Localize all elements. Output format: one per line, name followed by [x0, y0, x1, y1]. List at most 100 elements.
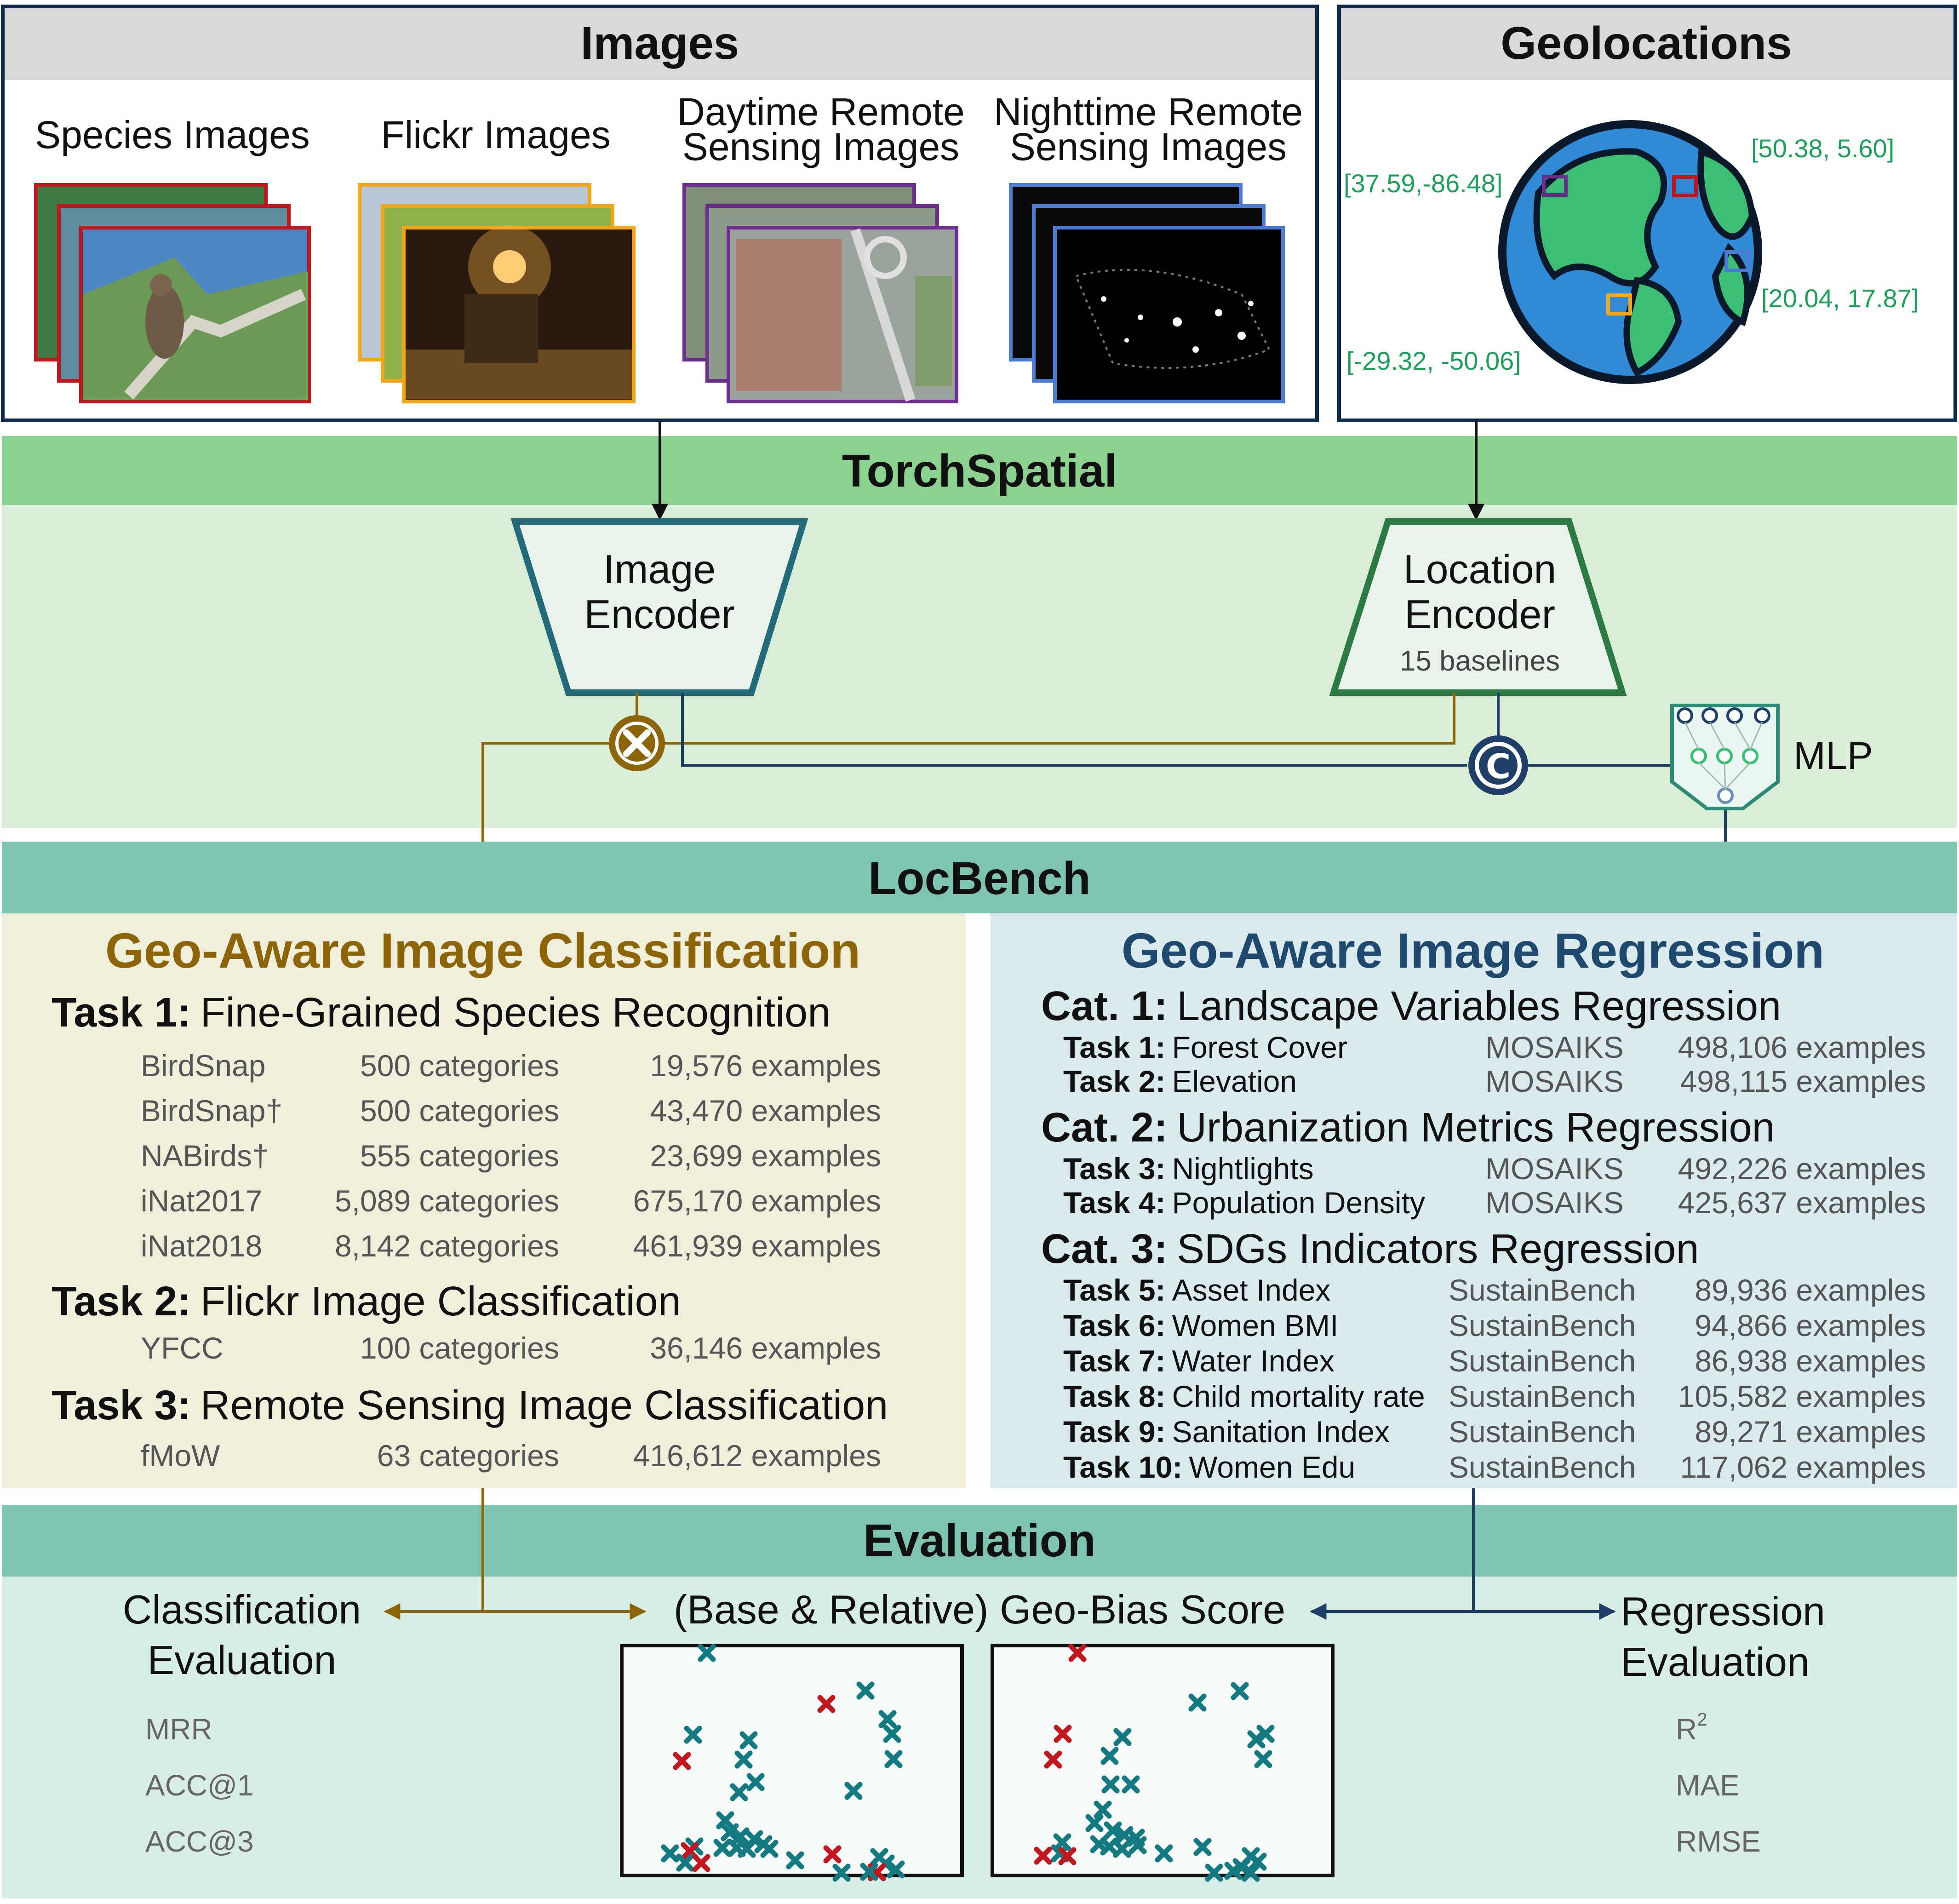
- svg-text:MOSAIKS: MOSAIKS: [1485, 1186, 1624, 1220]
- svg-text:SustainBench: SustainBench: [1449, 1273, 1636, 1307]
- metric-r2: R2: [1676, 1709, 1707, 1746]
- scatter-marker-teal: [1256, 1725, 1275, 1743]
- scatter-marker-teal: [1254, 1750, 1272, 1768]
- classification-panel: [2, 913, 966, 1488]
- table-row: Task 5:Asset Index SustainBench 89,936 e…: [1063, 1273, 1926, 1307]
- svg-text:iNat2018: iNat2018: [141, 1229, 262, 1263]
- scatter-marker-teal: [1247, 1730, 1266, 1749]
- svg-text:BirdSnap: BirdSnap: [141, 1049, 266, 1083]
- svg-text:SustainBench: SustainBench: [1449, 1450, 1636, 1484]
- scatter-marker-teal: [1224, 1862, 1243, 1880]
- svg-text:86,938 examples: 86,938 examples: [1695, 1344, 1926, 1378]
- species-image-stack: [34, 183, 311, 403]
- coord-label-4: [-29.32, -50.06]: [1346, 346, 1521, 375]
- flickr-images-label: Flickr Images: [381, 113, 610, 156]
- scatter-marker-teal: [1155, 1844, 1173, 1863]
- table-row: Task 9:Sanitation Index SustainBench 89,…: [1063, 1415, 1926, 1449]
- table-row: Task 3:Nightlights MOSAIKS 492,226 examp…: [1063, 1152, 1926, 1186]
- metric-rmse: RMSE: [1676, 1825, 1761, 1858]
- svg-text:100 categories: 100 categories: [360, 1331, 559, 1365]
- scatter-marker-red: [1068, 1644, 1087, 1662]
- classification-task-1: Task 1:Fine-Grained Species Recognition …: [52, 990, 881, 1263]
- scatter-marker-red: [692, 1854, 710, 1872]
- table-row: fMoW 63 categories 416,612 examples: [141, 1439, 881, 1473]
- coord-label-3: [20.04, 17.87]: [1761, 284, 1919, 313]
- svg-text:Task 5:Asset Index: Task 5:Asset Index: [1063, 1273, 1330, 1307]
- marker-box-blue: [1724, 250, 1750, 272]
- species-images-label: Species Images: [35, 113, 310, 156]
- scatter-marker-teal: [832, 1864, 851, 1882]
- metric-mrr: MRR: [145, 1713, 212, 1746]
- classification-task-3-heading: Task 3:Remote Sensing Image Classificati…: [52, 1382, 888, 1428]
- scatter-marker-teal: [684, 1726, 702, 1744]
- scatter-marker-teal: [739, 1731, 758, 1749]
- svg-text:Task 3:Nightlights: Task 3:Nightlights: [1063, 1152, 1314, 1186]
- regression-category-3: Cat. 3:SDGs Indicators Regression Task 5…: [1041, 1226, 1926, 1484]
- scatter-marker-red: [817, 1695, 836, 1713]
- scatter-marker-red: [673, 1752, 691, 1770]
- regression-category-2-heading: Cat. 2:Urbanization Metrics Regression: [1041, 1105, 1775, 1151]
- metric-acc3: ACC@3: [145, 1825, 254, 1858]
- scatter-marker-teal: [734, 1750, 753, 1769]
- svg-text:94,866 examples: 94,866 examples: [1695, 1308, 1926, 1342]
- regression-category-3-heading: Cat. 3:SDGs Indicators Regression: [1041, 1226, 1699, 1272]
- scatter-left-markers: [661, 1644, 905, 1882]
- geobias-label: (Base & Relative) Geo-Bias Score: [674, 1587, 1285, 1632]
- scatter-marker-teal: [1085, 1814, 1104, 1832]
- svg-text:Task 1:Forest Cover: Task 1:Forest Cover: [1063, 1030, 1347, 1064]
- scatter-marker-teal: [730, 1783, 748, 1801]
- svg-text:Task 10:Women Edu: Task 10:Women Edu: [1063, 1450, 1355, 1484]
- globe-icon: [1498, 120, 1762, 384]
- mlp-label: MLP: [1793, 734, 1873, 777]
- nighttime-rs-label-line1: Nighttime Remote: [994, 90, 1303, 133]
- geobias-scatter-right: [991, 1644, 1335, 1877]
- scatter-marker-teal: [1205, 1864, 1223, 1882]
- svg-text:500 categories: 500 categories: [360, 1049, 559, 1083]
- classification-task-2-heading: Task 2:Flickr Image Classification: [52, 1279, 681, 1325]
- svg-text:461,939 examples: 461,939 examples: [633, 1229, 881, 1263]
- svg-text:23,699 examples: 23,699 examples: [650, 1139, 881, 1173]
- scatter-marker-teal: [884, 1750, 903, 1768]
- scatter-marker-teal: [1113, 1728, 1132, 1746]
- daytime-rs-image-stack: [682, 183, 958, 403]
- location-encoder-block: [1329, 518, 1627, 696]
- scatter-marker-teal: [844, 1782, 863, 1800]
- svg-text:Task 8:Child mortality rate: Task 8:Child mortality rate: [1063, 1379, 1425, 1413]
- scatter-marker-teal: [1193, 1838, 1212, 1856]
- geolocations-header: Geolocations: [1501, 17, 1792, 69]
- svg-text:425,637 examples: 425,637 examples: [1678, 1186, 1926, 1220]
- scatter-marker-red: [1034, 1847, 1052, 1865]
- regression-eval-label-1: Regression: [1621, 1589, 1825, 1634]
- scatter-right-markers: [1034, 1644, 1275, 1882]
- nighttime-rs-label-line2: Sensing Images: [1010, 125, 1287, 168]
- svg-text:5,089 categories: 5,089 categories: [335, 1184, 559, 1218]
- svg-text:SustainBench: SustainBench: [1449, 1308, 1636, 1342]
- svg-text:MOSAIKS: MOSAIKS: [1485, 1030, 1624, 1064]
- svg-text:36,146 examples: 36,146 examples: [650, 1331, 881, 1365]
- scatter-marker-teal: [1094, 1801, 1112, 1819]
- scatter-marker-teal: [856, 1681, 875, 1700]
- location-encoder-label-1: Location: [1403, 546, 1557, 592]
- metric-mae: MAE: [1676, 1769, 1740, 1802]
- locbench-header: LocBench: [868, 853, 1090, 904]
- classification-task-3: Task 3:Remote Sensing Image Classificati…: [52, 1382, 888, 1473]
- table-row: Task 10:Women Edu SustainBench 117,062 e…: [1063, 1450, 1926, 1484]
- table-row: Task 1:Forest Cover MOSAIKS 498,106 exam…: [1063, 1030, 1926, 1064]
- svg-text:MOSAIKS: MOSAIKS: [1485, 1064, 1624, 1098]
- scatter-marker-teal: [760, 1840, 779, 1858]
- table-row: Task 6:Women BMI SustainBench 94,866 exa…: [1063, 1308, 1926, 1342]
- scatter-marker-teal: [1249, 1852, 1267, 1871]
- svg-text:19,576 examples: 19,576 examples: [650, 1049, 881, 1083]
- table-row: iNat2017 5,089 categories 675,170 exampl…: [141, 1184, 881, 1218]
- svg-text:YFCC: YFCC: [141, 1331, 223, 1365]
- scatter-marker-teal: [1122, 1775, 1140, 1794]
- regression-category-2: Cat. 2:Urbanization Metrics Regression T…: [1041, 1105, 1926, 1220]
- svg-text:8,142 categories: 8,142 categories: [335, 1229, 559, 1263]
- table-row: Task 8:Child mortality rate SustainBench…: [1063, 1379, 1926, 1413]
- classification-eval-label-2: Evaluation: [148, 1637, 337, 1683]
- svg-text:Task 6:Women BMI: Task 6:Women BMI: [1063, 1308, 1338, 1342]
- scatter-marker-teal: [887, 1860, 905, 1879]
- geobias-scatter-left: [620, 1644, 964, 1877]
- scatter-marker-teal: [883, 1725, 901, 1743]
